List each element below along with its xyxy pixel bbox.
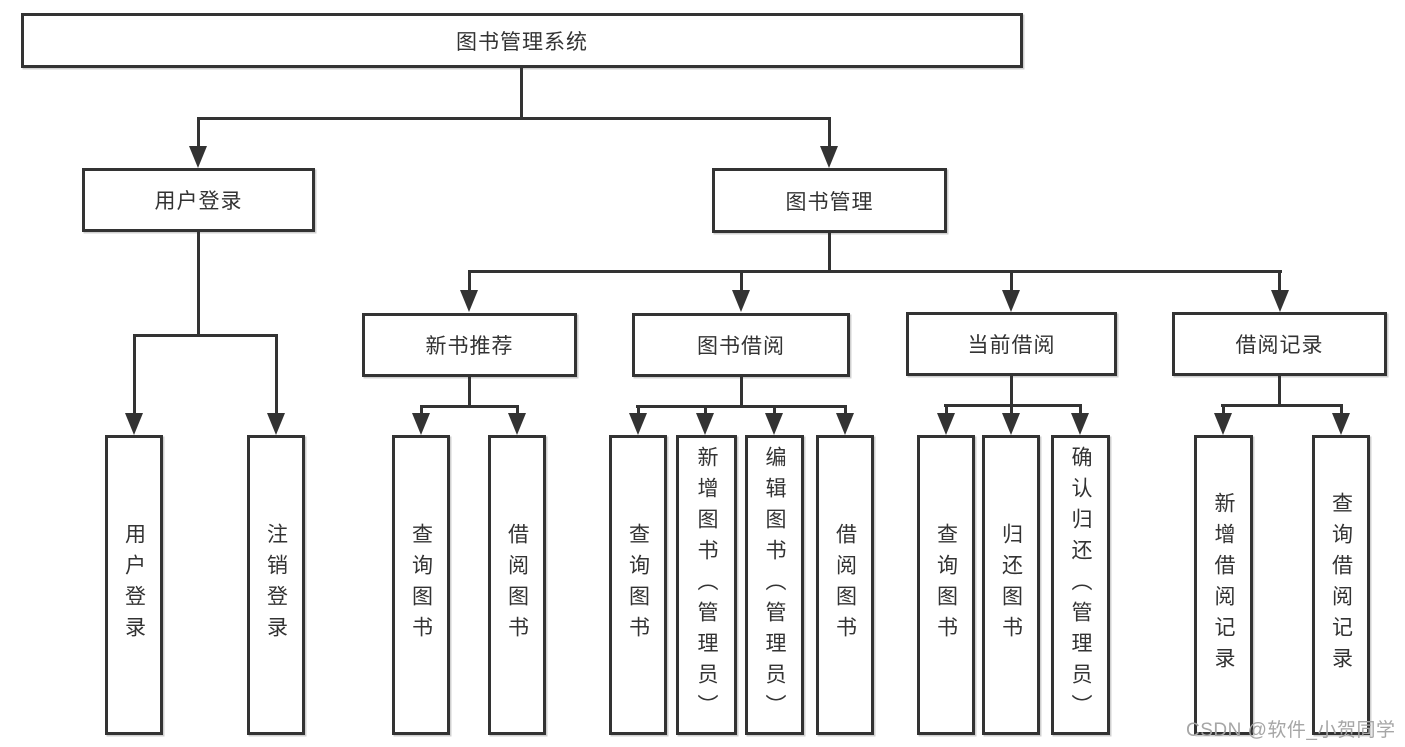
arrowhead-down [1002,290,1020,312]
arrowhead-down [189,146,207,168]
connector-drop [468,270,471,290]
connector-drop [1010,270,1013,290]
node-label: 查询图书 [409,523,433,647]
node-label: 图书管理 [785,190,874,214]
node-leaf-edit-books-admin: 编辑图书（管理员） [745,435,804,735]
node-label: 当前借阅 [967,334,1056,357]
node-new-book-recommendation: 新书推荐 [362,313,577,377]
node-user-login: 用户登录 [82,168,315,232]
node-label: 编辑图书（管理员） [763,445,786,725]
arrowhead-down [508,413,526,435]
connector-root-stem [520,68,523,119]
connector-recommend-bar [420,405,519,408]
node-leaf-return-books: 归还图书 [982,435,1040,735]
node-leaf-query-books-recommend: 查询图书 [392,435,450,735]
connector-current-stem [1010,376,1013,406]
connector-drop [133,334,136,413]
arrowhead-down [267,413,285,435]
connector-drop [275,334,278,413]
connector-drop [740,270,743,290]
connector-recommend-stem [468,377,471,407]
connector-drop [1278,270,1281,290]
watermark: CSDN @软件_小贺同学 [1186,720,1396,741]
arrowhead-down [820,146,838,168]
connector-drop [773,405,776,413]
arrowhead-down [696,413,714,435]
arrowhead-down [732,290,750,312]
connector-drop [197,117,200,146]
node-label: 确认归还（管理员） [1069,445,1092,725]
connector-current-bar [944,404,1082,407]
node-book-management: 图书管理 [712,168,947,233]
node-borrowing-records: 借阅记录 [1172,312,1387,376]
node-label: 用户登录 [122,523,146,647]
arrowhead-down [1271,290,1289,312]
node-label: 用户登录 [154,190,243,213]
node-root-library-system: 图书管理系统 [21,13,1023,68]
connector-drop [945,404,948,413]
connector-drop [1340,404,1343,413]
node-current-borrowing: 当前借阅 [906,312,1117,376]
node-leaf-add-borrow-record: 新增借阅记录 [1194,435,1253,735]
node-label: 新增借阅记录 [1212,492,1235,678]
connector-drop [420,405,423,413]
arrowhead-down [1214,413,1232,435]
node-label: 借阅图书 [505,523,529,647]
node-leaf-query-borrow-record: 查询借阅记录 [1312,435,1370,735]
node-leaf-confirm-return-admin: 确认归还（管理员） [1051,435,1110,735]
node-leaf-add-books-admin: 新增图书（管理员） [676,435,737,735]
connector-drop [704,405,707,413]
connector-drop [1222,404,1225,413]
connector-drop [516,405,519,413]
connector-drop [637,405,640,413]
node-label: 新增图书（管理员） [695,445,718,725]
node-label: 借阅图书 [833,523,857,647]
arrowhead-down [765,413,783,435]
node-leaf-query-books-current: 查询图书 [917,435,975,735]
arrowhead-down [412,413,430,435]
node-leaf-borrow-books-recommend: 借阅图书 [488,435,546,735]
connector-root-bar [197,117,831,120]
arrowhead-down [937,413,955,435]
node-book-borrowing: 图书借阅 [632,313,850,377]
connector-drop [828,117,831,146]
connector-drop [1079,404,1082,413]
connector-drop [1010,404,1013,413]
connector-borrowing-bar [636,405,847,408]
node-label: 查询图书 [934,523,958,647]
arrowhead-down [125,413,143,435]
connector-book-mgmt-stem [828,233,831,272]
connector-records-bar [1221,404,1342,407]
arrowhead-down [629,413,647,435]
node-leaf-borrow-books: 借阅图书 [816,435,874,735]
connector-borrowing-stem [740,377,743,407]
connector-user-login-stem [197,232,200,336]
node-label: 归还图书 [999,523,1023,647]
node-leaf-user-login: 用户登录 [105,435,163,735]
connector-book-mgmt-bar [468,270,1282,273]
node-leaf-logout: 注销登录 [247,435,305,735]
node-label: 新书推荐 [425,335,514,358]
connector-records-stem [1278,376,1281,406]
node-label: 查询图书 [626,523,650,647]
node-leaf-query-books-borrow: 查询图书 [609,435,667,735]
node-label: 图书借阅 [697,335,785,358]
node-label: 借阅记录 [1235,334,1324,357]
node-label: 注销登录 [264,523,288,647]
connector-drop [844,405,847,413]
arrowhead-down [1332,413,1350,435]
connector-user-login-bar [133,334,278,337]
arrowhead-down [836,413,854,435]
arrowhead-down [1071,413,1089,435]
node-label: 图书管理系统 [456,30,588,54]
arrowhead-down [460,290,478,312]
arrowhead-down [1002,413,1020,435]
node-label: 查询借阅记录 [1329,492,1353,678]
